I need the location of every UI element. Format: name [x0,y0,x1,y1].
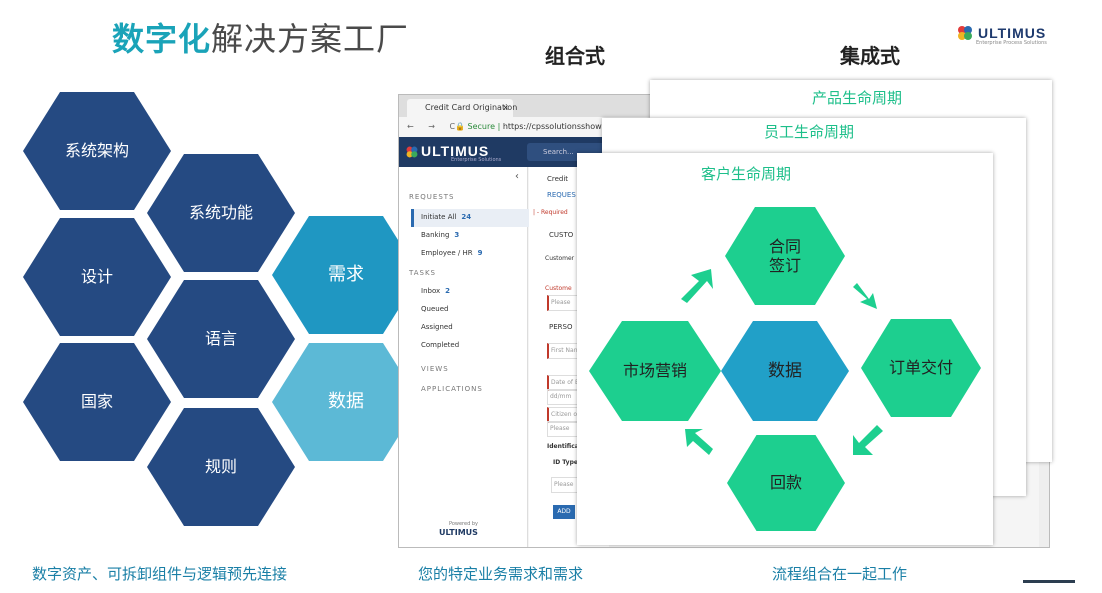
hex-payment: 回款 [727,435,845,531]
sidebar-item-label: Queued [421,305,449,313]
section-personal: PERSO [549,323,573,331]
card-customer-lifecycle: 客户生命周期 合同签订 数据 市场营销 订单交付 回款 [577,153,993,545]
hex-system-function: 系统功能 [147,154,295,272]
sidebar-item-label: Assigned [421,323,453,331]
ultimus-logo-icon [406,146,418,158]
url-value: https://cpssolutionsshowcase [502,122,621,131]
sidebar: ‹ REQUESTS Initiate All 24 Banking 3 Emplo… [399,167,530,547]
title-rest: 解决方案工厂 [211,20,410,58]
sidebar-item-employee-hr[interactable]: Employee / HR 9 [421,249,482,257]
card-label: 员工生命周期 [764,123,855,141]
sidebar-item-inbox[interactable]: Inbox 2 [421,287,450,295]
app-brand-sub: Enterprise Solutions [451,157,502,163]
hex-label: 系统功能 [188,203,253,223]
applications-link[interactable]: APPLICATIONS [421,385,483,393]
sidebar-item-count: 24 [461,213,472,221]
footer-middle: 您的特定业务需求和需求 [418,565,584,583]
hex-label: 系统架构 [64,141,129,161]
card-label: 产品生命周期 [812,89,903,107]
hex-label: 语言 [204,329,237,349]
arrow-icon [853,283,877,309]
sidebar-item-initiate[interactable]: Initiate All 24 [421,213,471,221]
hex-system-architecture: 系统架构 [23,92,171,210]
url-text: 🔒 Secure | https://cpssolutionsshowcase [455,122,621,131]
hex-label: 回款 [769,473,802,493]
app-brand: ULTIMUS [421,143,490,159]
sidebar-item-label: Inbox [421,287,441,295]
secure-label: Secure [467,122,496,131]
active-indicator [411,209,530,227]
sidebar-item-completed[interactable]: Completed [421,341,459,349]
sidebar-item-count: 9 [477,249,483,257]
hex-order-delivery: 订单交付 [861,319,981,417]
tasks-header: TASKS [409,269,436,277]
hex-label: 数据 [328,391,364,413]
combo-label: 组合式 [545,44,605,68]
hex-language: 语言 [147,280,295,398]
hex-label: 规则 [204,457,237,477]
footer-divider [1023,580,1075,583]
customer-label: Customer [545,255,575,262]
collapse-icon[interactable]: ‹ [515,171,519,182]
sidebar-item-label: Banking [421,231,450,239]
hex-label: 设计 [80,267,113,287]
close-icon[interactable]: × [502,103,509,112]
ultimus-logo: ULTIMUS Enterprise Process Solutions [956,24,1047,46]
cycle-arrows [681,269,883,455]
arrow-icon [853,425,883,455]
hex-country: 国家 [23,343,171,461]
hex-label: 市场营销 [622,361,687,381]
id-type-label: ID Type [553,459,578,466]
sidebar-item-label: Completed [421,341,460,349]
sidebar-item-queued[interactable]: Queued [421,305,448,313]
sidebar-item-label: Employee / HR [421,249,473,257]
hex-rules: 规则 [147,408,295,526]
powered-by: Powered by [449,521,478,527]
logo-tagline: Enterprise Process Solutions [976,40,1047,46]
hex-label: 订单交付 [888,358,953,378]
arrow-icon [681,269,713,303]
hex-design: 设计 [23,218,171,336]
form-crumb: Credit [547,175,569,183]
logo-word: ULTIMUS [978,25,1047,41]
add-button[interactable]: ADD [553,505,575,519]
identification-label: Identificat [547,443,582,450]
requests-header: REQUESTS [409,193,455,201]
tab-title: Credit Card Origination [425,103,518,112]
footer-right: 流程组合在一起工作 [772,565,908,583]
powered-brand: ULTIMUS [439,528,478,537]
views-link[interactable]: VIEWS [421,365,449,373]
browser-tab[interactable]: Credit Card Origination × [407,99,517,117]
sidebar-item-count: 3 [454,231,460,239]
arrow-icon [685,429,713,455]
sidebar-item-count: 2 [445,287,451,295]
sidebar-item-banking[interactable]: Banking 3 [421,231,459,239]
sidebar-item-label: Initiate All [421,213,457,221]
integrated-label: 集成式 [840,44,900,68]
section-customer: CUSTO [549,231,574,239]
page-title: 数字化解决方案工厂 [112,14,409,60]
nav-buttons[interactable]: ← → C [407,122,462,131]
tab-requests[interactable]: REQUES [547,191,576,199]
hex-label: 需求 [328,264,364,286]
required-note: | - Required [533,209,568,216]
hex-label: 国家 [80,392,113,412]
ultimus-logo-icon [958,26,972,40]
customer-req-label: Custome [545,285,572,292]
sidebar-item-assigned[interactable]: Assigned [421,323,453,331]
hex-label: 合同签订 [768,236,801,275]
hex-label: 数据 [768,360,802,381]
card-label: 客户生命周期 [701,165,792,183]
footer-left: 数字资产、可拆卸组件与逻辑预先连接 [32,565,288,583]
title-highlight: 数字化 [112,20,212,58]
